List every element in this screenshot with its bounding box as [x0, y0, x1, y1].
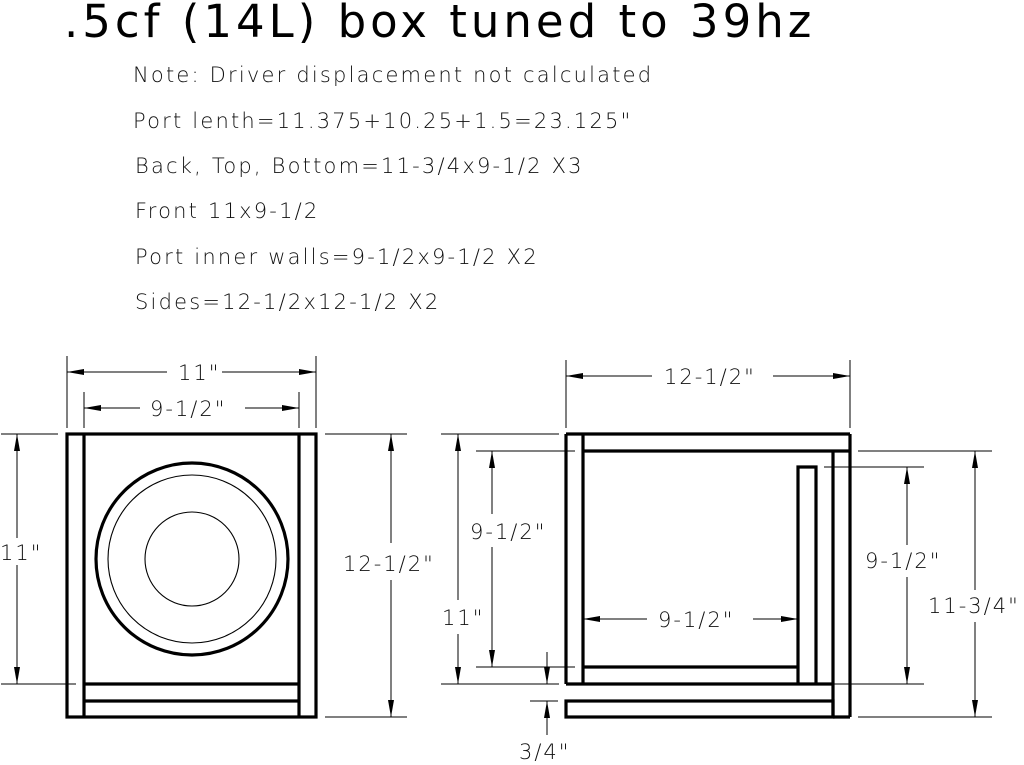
- arrowhead-icon: [544, 701, 550, 718]
- front-box-outline: [65, 432, 318, 719]
- arrowhead-icon: [583, 616, 600, 622]
- side-port-gap-label: 3/4": [519, 740, 570, 764]
- arrowhead-icon: [67, 369, 84, 375]
- front-inner-width-label: 9-1/2": [150, 397, 226, 421]
- arrowhead-icon: [566, 373, 583, 379]
- arrowhead-icon: [489, 650, 495, 667]
- arrowhead-icon: [388, 700, 394, 717]
- arrowhead-icon: [833, 373, 850, 379]
- arrowhead-icon: [972, 700, 978, 717]
- arrowhead-icon: [904, 667, 910, 684]
- arrowhead-icon: [489, 451, 495, 468]
- side-port-length-label: 9-1/2": [658, 608, 734, 632]
- side-bottom-panel: [564, 699, 835, 719]
- side-left-inner-height-label: 9-1/2": [470, 520, 546, 544]
- front-outer-width-label: 11": [178, 361, 220, 385]
- arrowhead-icon: [388, 434, 394, 451]
- side-left-outer-height-label: 11": [442, 606, 484, 630]
- driver-outer-ring-icon: [94, 461, 290, 657]
- arrowhead-icon: [455, 434, 461, 451]
- arrowhead-icon: [455, 667, 461, 684]
- front-view: 11" 9-1/2" 11" 12-1/2": [0, 356, 435, 719]
- arrowhead-icon: [972, 451, 978, 468]
- driver-dustcap-icon: [144, 511, 240, 607]
- arrowhead-icon: [14, 434, 20, 451]
- side-view: 12-1/2" 11" 9-1/2" 3/4" 9-1/2": [441, 360, 1020, 764]
- side-port-wall: [796, 465, 818, 684]
- note-back-top-bottom: Back, Top, Bottom=11-3/4x9-1/2 X3: [135, 154, 584, 178]
- side-right-inner-height-label: 9-1/2": [865, 549, 941, 573]
- note-port-length: Port lenth=11.375+10.25+1.5=23.125": [133, 109, 632, 133]
- note-sides: Sides=12-1/2x12-1/2 X2: [135, 290, 440, 314]
- arrowhead-icon: [84, 405, 101, 411]
- arrowhead-icon: [299, 369, 316, 375]
- arrowhead-icon: [544, 667, 550, 684]
- notes-block: Note: Driver displacement not calculated…: [133, 63, 653, 314]
- side-right-outer-height-label: 11-3/4": [928, 594, 1020, 618]
- front-left-height-label: 11": [0, 541, 42, 565]
- drawing-title: .5cf (14L) box tuned to 39hz: [64, 0, 815, 48]
- front-right-height-label: 12-1/2": [343, 552, 435, 576]
- arrowhead-icon: [904, 467, 910, 484]
- driver-surround-icon: [107, 474, 277, 644]
- side-outer-width-label: 12-1/2": [664, 365, 756, 389]
- note-driver-displacement: Note: Driver displacement not calculated: [133, 63, 653, 87]
- arrowhead-icon: [14, 667, 20, 684]
- arrowhead-icon: [282, 405, 299, 411]
- note-front: Front 11x9-1/2: [135, 199, 319, 223]
- arrowhead-icon: [781, 616, 798, 622]
- note-port-inner-walls: Port inner walls=9-1/2x9-1/2 X2: [135, 245, 539, 269]
